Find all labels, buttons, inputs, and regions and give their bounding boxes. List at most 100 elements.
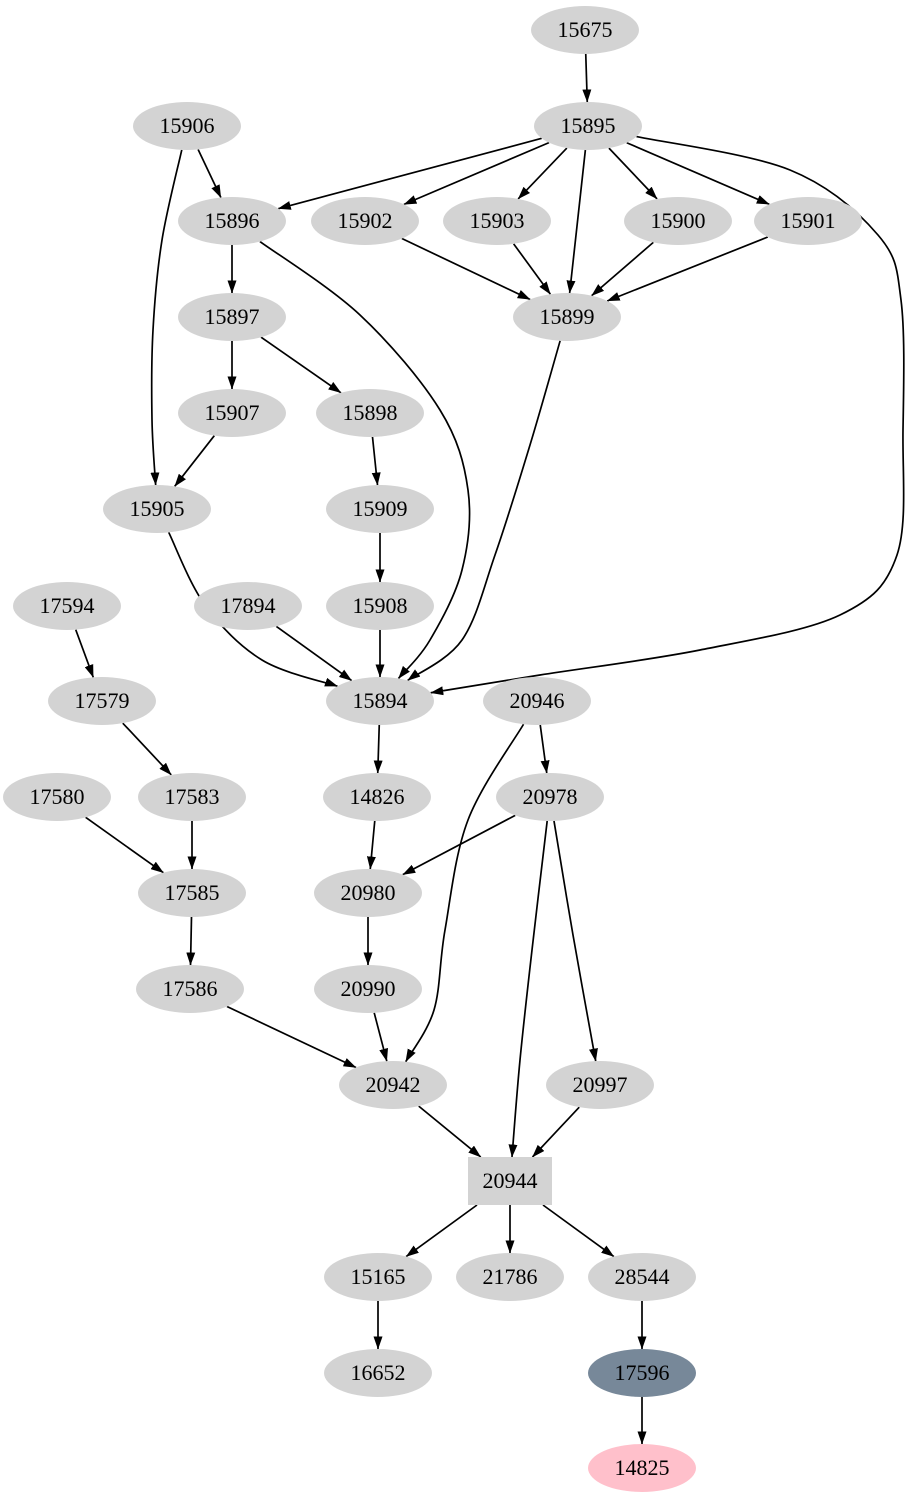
node-label: 15899 <box>540 304 595 329</box>
node-label: 15905 <box>130 496 185 521</box>
node-ellipse-shape <box>136 965 244 1013</box>
node-21786: 21786 <box>456 1253 564 1301</box>
node-label: 15900 <box>651 208 706 233</box>
edge-17894-15894 <box>275 625 353 682</box>
node-15898: 15898 <box>316 389 424 437</box>
edge-15899-15894 <box>407 340 561 682</box>
node-ellipse-shape <box>178 389 286 437</box>
node-label: 15894 <box>353 688 408 713</box>
node-label: 17894 <box>221 593 276 618</box>
node-label: 15895 <box>561 113 616 138</box>
node-17594: 17594 <box>13 582 121 630</box>
node-ellipse-shape <box>531 6 639 54</box>
node-15899: 15899 <box>513 293 621 341</box>
node-ellipse-shape <box>314 869 422 917</box>
node-label: 15902 <box>338 208 393 233</box>
node-label: 14825 <box>615 1455 670 1480</box>
node-label: 20944 <box>483 1168 538 1193</box>
edge-15895-15900 <box>608 147 658 200</box>
node-20944: 20944 <box>468 1157 552 1205</box>
node-label: 15898 <box>343 400 398 425</box>
node-label: 28544 <box>615 1264 670 1289</box>
edge-20944-28544 <box>542 1204 615 1258</box>
node-14825: 14825 <box>588 1444 696 1492</box>
node-ellipse-shape <box>339 1061 447 1109</box>
node-label: 17579 <box>75 688 130 713</box>
node-15908: 15908 <box>326 582 434 630</box>
node-ellipse-shape <box>588 1253 696 1301</box>
node-label: 20946 <box>510 688 565 713</box>
node-label: 15908 <box>353 593 408 618</box>
node-15896: 15896 <box>178 197 286 245</box>
node-label: 17586 <box>163 976 218 1001</box>
node-ellipse-shape <box>496 773 604 821</box>
edge-17580-17585 <box>85 816 164 874</box>
node-15909: 15909 <box>326 485 434 533</box>
node-ellipse-shape <box>326 485 434 533</box>
node-ellipse-shape <box>13 582 121 630</box>
edge-15906-15905 <box>150 149 183 486</box>
node-ellipse-shape <box>754 197 862 245</box>
node-label: 17594 <box>40 593 95 618</box>
edge-15900-15899 <box>591 241 654 297</box>
node-ellipse-shape <box>324 1253 432 1301</box>
node-ellipse-shape <box>103 485 211 533</box>
node-ellipse-shape <box>456 1253 564 1301</box>
edge-20990-20942 <box>373 1012 388 1062</box>
edge-15895-15901 <box>626 141 770 206</box>
edge-20997-20944 <box>531 1106 580 1158</box>
edge-15897-15898 <box>260 336 342 394</box>
node-20978: 20978 <box>496 773 604 821</box>
node-ellipse-shape <box>194 582 302 630</box>
node-label: 15165 <box>351 1264 406 1289</box>
node-ellipse-shape <box>138 869 246 917</box>
edge-20978-20997 <box>553 820 598 1062</box>
node-17596: 17596 <box>588 1349 696 1397</box>
edge-17586-20942 <box>226 1005 357 1069</box>
node-17579: 17579 <box>48 677 156 725</box>
node-15897: 15897 <box>178 293 286 341</box>
node-17894: 17894 <box>194 582 302 630</box>
edge-15901-15899 <box>606 236 769 302</box>
node-20942: 20942 <box>339 1061 447 1109</box>
node-label: 17580 <box>30 784 85 809</box>
node-ellipse-shape <box>138 773 246 821</box>
edge-15903-15899 <box>512 243 552 295</box>
edge-15906-15896 <box>197 149 222 198</box>
node-15901: 15901 <box>754 197 862 245</box>
node-label: 16652 <box>351 1360 406 1385</box>
edge-14826-20980 <box>366 820 376 870</box>
node-15907: 15907 <box>178 389 286 437</box>
node-ellipse-shape <box>326 582 434 630</box>
node-15675: 15675 <box>531 6 639 54</box>
edge-15895-15902 <box>403 141 550 206</box>
node-label: 17596 <box>615 1360 670 1385</box>
node-label: 15896 <box>205 208 260 233</box>
node-ellipse-shape <box>3 773 111 821</box>
node-28544: 28544 <box>588 1253 696 1301</box>
node-17585: 17585 <box>138 869 246 917</box>
node-label: 20980 <box>341 880 396 905</box>
edge-15675-15895 <box>582 53 592 103</box>
node-ellipse-shape <box>178 293 286 341</box>
node-label: 14826 <box>350 784 405 809</box>
edge-15895-15896 <box>277 137 542 210</box>
node-ellipse-shape <box>48 677 156 725</box>
node-label: 15909 <box>353 496 408 521</box>
node-label: 17585 <box>165 880 220 905</box>
node-15905: 15905 <box>103 485 211 533</box>
node-ellipse-shape <box>546 1061 654 1109</box>
edge-20978-20944 <box>508 820 549 1158</box>
edge-20946-20942 <box>405 723 525 1063</box>
node-ellipse-shape <box>326 677 434 725</box>
edge-15898-15909 <box>371 436 381 486</box>
node-ellipse-shape <box>534 102 642 150</box>
edge-20978-20980 <box>402 814 516 876</box>
node-ellipse-shape <box>178 197 286 245</box>
node-label: 17583 <box>165 784 220 809</box>
node-15902: 15902 <box>311 197 419 245</box>
node-ellipse-shape <box>443 197 551 245</box>
node-label: 15906 <box>160 113 215 138</box>
node-label: 15897 <box>205 304 260 329</box>
edge-15905-15894 <box>167 532 338 688</box>
